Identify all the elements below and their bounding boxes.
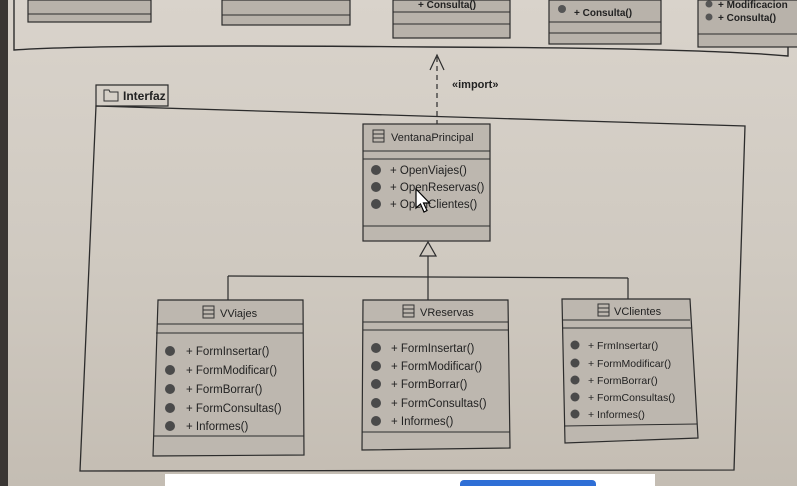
import-arrowhead [429, 53, 445, 71]
gear-icon [371, 199, 381, 209]
gear-icon [371, 361, 381, 371]
operation: + OpenClientes() [390, 199, 477, 211]
gear-icon [570, 375, 580, 385]
operation: + Informes() [391, 416, 453, 428]
operation: + FormInsertar() [391, 343, 475, 355]
top-class-3: + Consulta() [392, 0, 511, 39]
gear-icon [570, 340, 580, 350]
bottom-action-button[interactable] [460, 480, 596, 486]
operation: + FormBorrar() [588, 375, 658, 387]
top-class-5-op-1: + Modificacion [718, 0, 788, 11]
operation: + FormConsultas() [588, 392, 675, 404]
gear-icon [371, 379, 381, 389]
class-name: VentanaPrincipal [391, 132, 474, 144]
class-icon [402, 304, 415, 318]
gear-icon [570, 392, 580, 402]
gear-icon [705, 0, 713, 8]
operation: + OpenReservas() [390, 182, 484, 194]
class-icon [372, 129, 385, 143]
gear-icon [165, 403, 175, 413]
operation: + Informes() [588, 409, 645, 421]
top-class-2 [221, 0, 351, 26]
folder-icon [103, 89, 119, 102]
gear-icon [705, 13, 713, 21]
package-interfaz: Interfaz [79, 84, 746, 472]
operation: + Informes() [186, 421, 248, 433]
operation: + FormModificar() [588, 358, 671, 370]
top-class-1 [27, 0, 152, 23]
operation: + FormConsultas() [186, 403, 282, 415]
gear-icon [371, 416, 381, 426]
top-class-4-op: + Consulta() [574, 8, 632, 19]
operation: + FormBorrar() [391, 379, 468, 391]
gear-icon [371, 343, 381, 353]
upper-package-frame [13, 0, 789, 57]
operation: + FormModificar() [186, 365, 277, 377]
gear-icon [371, 398, 381, 408]
gear-icon [558, 5, 566, 13]
class-vclientes: VClientes + FrmInsertar() + FormModifica… [561, 298, 699, 444]
class-icon [597, 303, 610, 317]
operation: + FormBorrar() [186, 384, 263, 396]
gear-icon [371, 165, 381, 175]
package-name: Interfaz [123, 89, 166, 103]
operation: + FormConsultas() [391, 398, 487, 410]
top-class-3-op: + Consulta() [418, 0, 476, 11]
gear-icon [570, 409, 580, 419]
class-vreservas: VReservas + FormInsertar() + FormModific… [361, 299, 511, 451]
class-icon [202, 305, 215, 319]
gear-icon [165, 346, 175, 356]
class-ventanaprincipal: VentanaPrincipal + OpenViajes() + OpenRe… [362, 123, 491, 242]
generalization-arrowhead [418, 240, 438, 257]
class-vviajes: VViajes + FormInsertar() + FormModificar… [152, 299, 305, 457]
top-class-4: + Consulta() [548, 0, 662, 45]
class-name: VViajes [220, 308, 258, 320]
operation: + FrmInsertar() [588, 340, 658, 352]
gear-icon [165, 421, 175, 431]
gear-icon [165, 365, 175, 375]
class-name: VClientes [614, 306, 662, 318]
class-name: VReservas [420, 307, 474, 319]
package-frame [79, 105, 746, 472]
mouse-pointer-icon [415, 188, 431, 213]
operation: + FormModificar() [391, 361, 482, 373]
gear-icon [570, 358, 580, 368]
operation: + FormInsertar() [186, 346, 270, 358]
gear-icon [165, 384, 175, 394]
import-label: «import» [452, 79, 498, 91]
top-class-5: + Modificacion + Consulta() [697, 0, 797, 48]
top-class-5-op-2: + Consulta() [718, 13, 776, 24]
operation: + OpenViajes() [390, 165, 467, 177]
gear-icon [371, 182, 381, 192]
